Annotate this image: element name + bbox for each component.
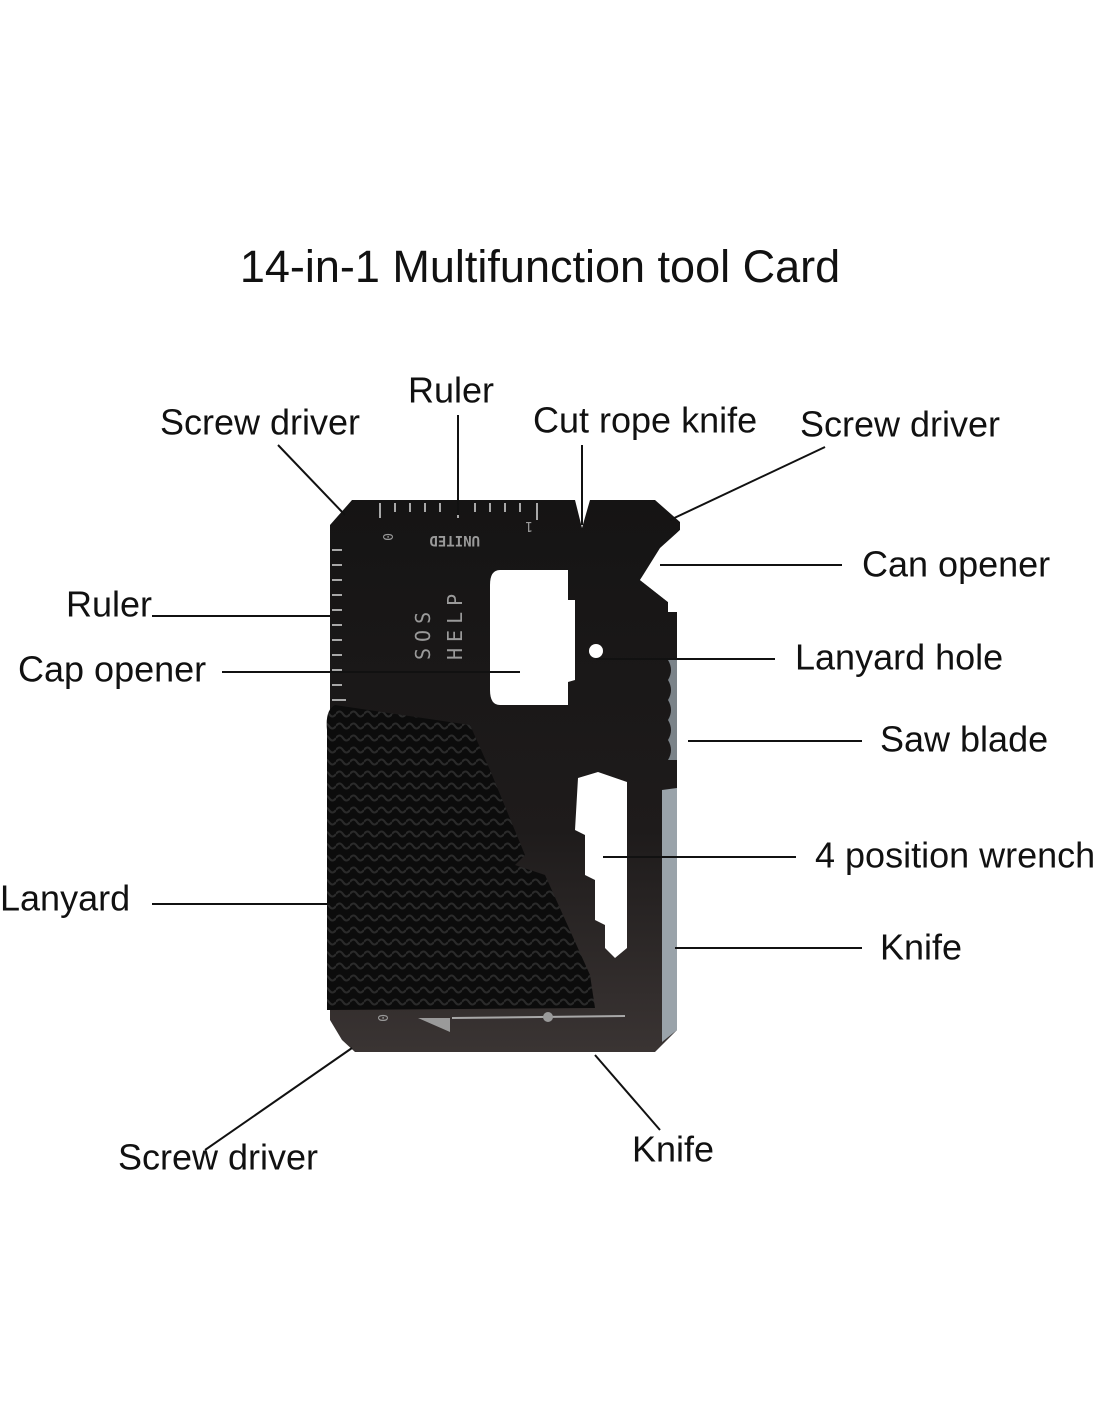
lanyard-hole bbox=[589, 644, 603, 658]
saw-blade-edge bbox=[668, 660, 677, 760]
sos-etching: SOS bbox=[411, 606, 435, 660]
ruler-top-end: 1 bbox=[525, 518, 533, 533]
label-can-opener: Can opener bbox=[862, 544, 1050, 585]
wrench-hole bbox=[575, 772, 627, 958]
label-cap-opener: Cap opener bbox=[18, 649, 206, 690]
tool-card: 0 1 UNITED SOS HELP 2 0 bbox=[326, 500, 680, 1052]
label-knife-right: Knife bbox=[880, 927, 962, 968]
label-lanyard-hole: Lanyard hole bbox=[795, 637, 1003, 678]
label-screw-driver-top-left: Screw driver bbox=[160, 402, 360, 443]
label-knife-bottom: Knife bbox=[632, 1129, 714, 1170]
label-screw-driver-bottom: Screw driver bbox=[118, 1137, 318, 1178]
label-screw-driver-top-right: Screw driver bbox=[800, 404, 1000, 445]
knife-edge bbox=[662, 788, 677, 1042]
label-ruler-left: Ruler bbox=[66, 584, 152, 625]
ruler-top-start: 0 bbox=[379, 533, 394, 541]
label-ruler-top: Ruler bbox=[408, 370, 494, 411]
label-cut-rope-knife: Cut rope knife bbox=[533, 400, 757, 441]
bottom-etch-line bbox=[451, 1015, 626, 1019]
leader-lines bbox=[152, 415, 862, 1151]
label-saw-blade: Saw blade bbox=[880, 719, 1048, 760]
sun-icon bbox=[543, 1012, 553, 1022]
label-wrench: 4 position wrench bbox=[815, 835, 1095, 876]
lanyard-cord bbox=[326, 705, 595, 1010]
bottom-arrow-etch bbox=[418, 1018, 450, 1032]
label-lanyard: Lanyard bbox=[0, 878, 130, 919]
diagram-title: 14-in-1 Multifunction tool Card bbox=[240, 241, 840, 292]
ruler-bottom-start: 0 bbox=[374, 1014, 389, 1022]
ruler-left-ticks bbox=[332, 549, 346, 701]
cap-opener-hole bbox=[490, 570, 575, 705]
brand-etching: UNITED bbox=[429, 532, 480, 548]
help-etching: HELP bbox=[443, 588, 467, 660]
